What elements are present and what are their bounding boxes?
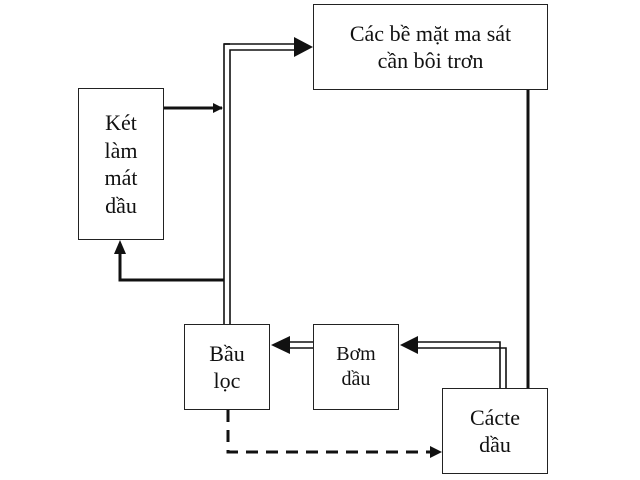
node-label: Cácte [469,404,521,430]
node-friction-surfaces: Các bề mặt ma sát cần bôi trơn [313,4,548,90]
surfaces-arrowhead [294,37,313,57]
node-label: dầu [479,432,511,457]
filter-to-sump-dashed-line [226,410,430,454]
node-oil-cooler: Két làm mát dầu [78,88,164,240]
pump-to-filter-line [290,341,313,349]
node-oil-filter: Bầu lọc [184,324,270,410]
node-label: dầu [105,192,137,218]
node-label: Két [105,110,137,135]
node-label: làm [104,137,138,163]
node-label: Bầu [209,340,245,366]
pump-arrowhead [400,336,418,354]
node-label: Bơm [336,343,376,365]
filter-to-surfaces-line [223,43,296,324]
main-to-cooler-line [118,252,224,282]
cooler-input-arrowhead [114,240,126,254]
filter-arrowhead [271,336,290,354]
node-oil-pump: Bơm dầu [313,324,399,410]
node-label: lọc [213,368,241,393]
sump-arrowhead [430,446,442,458]
node-oil-sump: Cácte dầu [442,388,548,474]
node-label: cần bôi trơn [377,48,484,73]
sump-to-pump-line [418,341,507,388]
node-label: Các bề mặt ma sát [349,20,512,46]
node-label: mát [104,165,138,190]
node-label: dầu [341,368,371,390]
